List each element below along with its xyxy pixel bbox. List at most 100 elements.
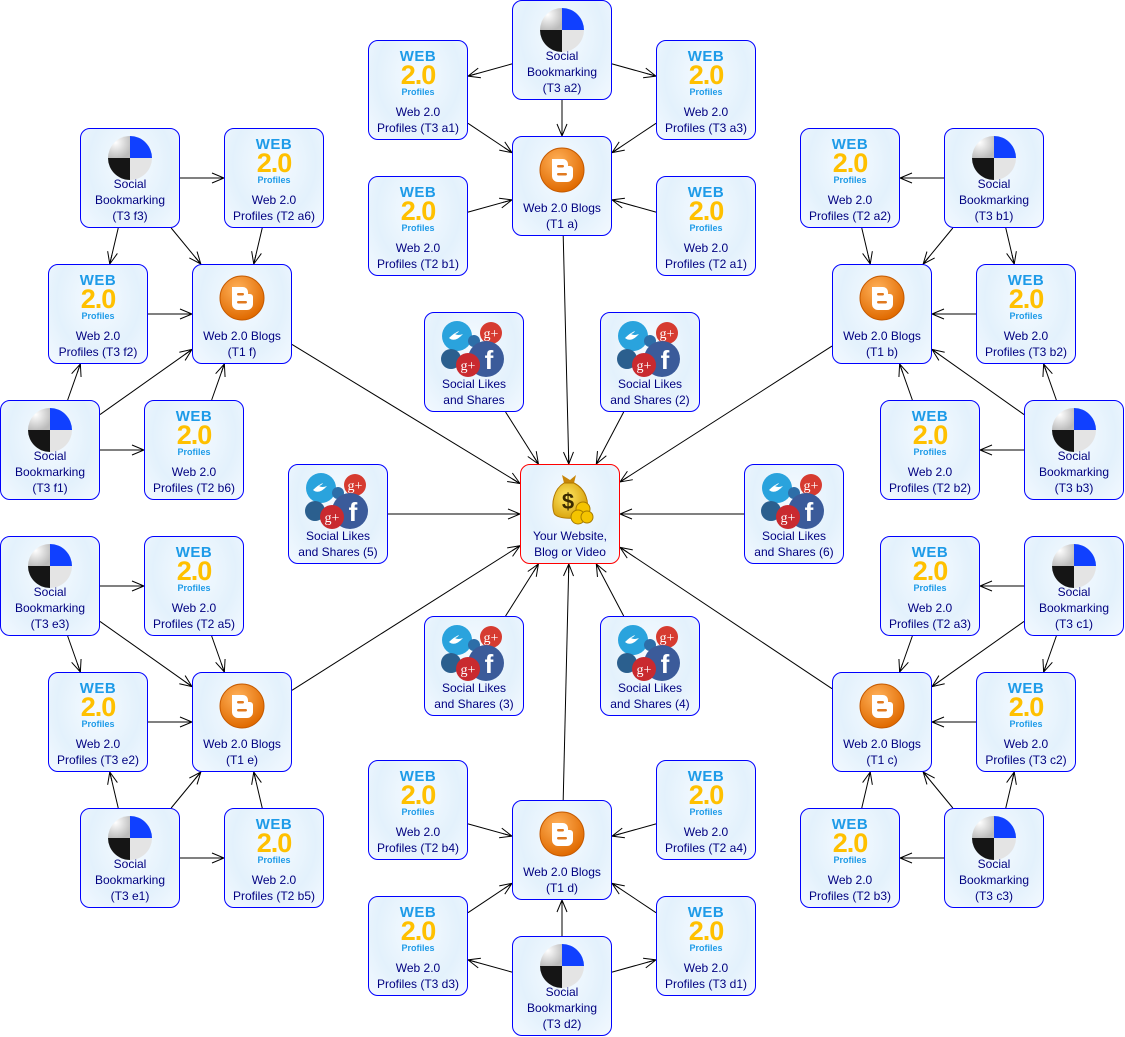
node-label-line: Web 2.0 xyxy=(1003,737,1049,751)
logo-text-web: WEB xyxy=(687,904,725,921)
node-label-line: Web 2.0 xyxy=(683,241,729,255)
edge-t3c1-to-t1c xyxy=(932,621,1025,686)
node-label-line: Profiles (T3 c2) xyxy=(985,753,1067,767)
node-t1f[interactable]: Web 2.0 Blogs(T1 f) xyxy=(192,264,292,364)
node-label-line: (T1 e) xyxy=(225,753,258,767)
edge-t2b5-to-t1e xyxy=(254,772,263,809)
edge-t3a2-to-t3a3 xyxy=(611,63,656,76)
node-label-line: Bookmarking xyxy=(14,601,86,615)
social-likes-icon: g+ f g+ xyxy=(289,471,387,531)
node-t1c[interactable]: Web 2.0 Blogs(T1 c) xyxy=(832,672,932,772)
edge-t3a1-to-t1a xyxy=(467,122,512,152)
social-likes-icon: g+ f g+ xyxy=(601,623,699,683)
edge-t3e3-to-t1e xyxy=(99,621,192,686)
blogger-icon xyxy=(833,275,931,321)
edge-t2a4-to-t1d xyxy=(612,823,657,836)
edge-s4-to-center xyxy=(596,564,625,617)
node-label-line: Profiles (T3 b2) xyxy=(984,345,1068,359)
logo-text-web: WEB xyxy=(687,48,725,65)
node-label-line: Web 2.0 xyxy=(683,825,729,839)
node-label-line: (T3 c1) xyxy=(1054,617,1093,631)
edge-t2b2-to-t1b xyxy=(900,364,913,401)
node-t1d[interactable]: Web 2.0 Blogs(T1 d) xyxy=(512,800,612,900)
node-label: Web 2.0 Blogs(T1 f) xyxy=(193,328,291,360)
edge-t3c3-to-t3c2 xyxy=(1005,772,1014,809)
edge-t3f3-to-t1f xyxy=(170,227,201,264)
logo-text-ver: 2.0 xyxy=(688,916,725,946)
node-label-line: Web 2.0 xyxy=(827,193,873,207)
edge-t3a2-to-t3a1 xyxy=(468,63,513,76)
node-label-line: Web 2.0 Blogs xyxy=(843,329,921,343)
node-label-line: Web 2.0 xyxy=(75,737,121,751)
edge-t1f-to-center xyxy=(291,344,520,483)
node-label-line: Profiles (T2 a5) xyxy=(152,617,236,631)
logo-text-profiles: Profiles xyxy=(833,855,867,865)
logo-text-profiles: Profiles xyxy=(401,223,435,233)
edge-t3b1-to-t3b2 xyxy=(1005,227,1014,264)
node-label-line: Social Likes xyxy=(617,681,683,695)
social-bookmarking-icon xyxy=(81,815,179,861)
node-label-line: Social Likes xyxy=(617,377,683,391)
node-t1a[interactable]: Web 2.0 Blogs(T1 a) xyxy=(512,136,612,236)
node-label-line: Profiles (T3 d3) xyxy=(376,977,460,991)
node-t1e[interactable]: Web 2.0 Blogs(T1 e) xyxy=(192,672,292,772)
node-label: Web 2.0 Blogs(T1 e) xyxy=(193,736,291,768)
logo-text-ver: 2.0 xyxy=(80,284,117,314)
node-label-line: Web 2.0 xyxy=(395,961,441,975)
logo-text-profiles: Profiles xyxy=(401,87,435,97)
node-label-line: Web 2.0 xyxy=(1003,329,1049,343)
node-center[interactable]: $ Your Website,Blog or Video xyxy=(520,464,620,564)
node-label-line: (T3 e3) xyxy=(30,617,70,631)
social-bookmarking-icon xyxy=(1025,407,1123,453)
logo-text-ver: 2.0 xyxy=(1008,284,1045,314)
node-label-line: Bookmarking xyxy=(958,193,1030,207)
blogger-icon xyxy=(193,683,291,729)
node-t1b[interactable]: Web 2.0 Blogs(T1 b) xyxy=(832,264,932,364)
